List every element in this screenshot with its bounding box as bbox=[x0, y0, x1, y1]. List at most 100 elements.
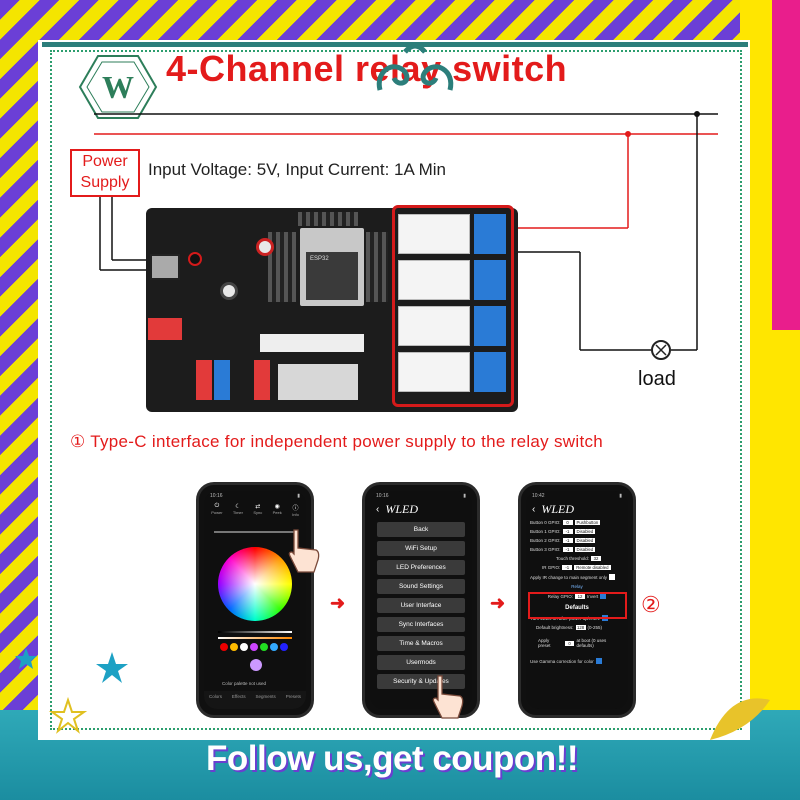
tab-power[interactable]: ⏻Power bbox=[211, 503, 222, 517]
touch-threshold-row: Touch threshold:32 bbox=[526, 554, 628, 563]
kelvin-slider[interactable] bbox=[218, 637, 292, 639]
tab-peek[interactable]: ◉Peek bbox=[273, 503, 282, 517]
pointing-hand-icon bbox=[432, 675, 464, 719]
status-bar: 10:16▮ bbox=[370, 491, 472, 501]
color-swatch[interactable] bbox=[250, 643, 258, 651]
back-arrow-icon[interactable]: ‹ bbox=[376, 504, 380, 515]
decorative-stars bbox=[15, 648, 128, 734]
menu-user-interface[interactable]: User Interface bbox=[377, 598, 465, 613]
menu-security-updates[interactable]: Security & Updates bbox=[377, 674, 465, 689]
mode-select[interactable]: Disabled bbox=[574, 538, 596, 543]
pointing-hand-icon bbox=[288, 529, 320, 573]
menu-time-macros[interactable]: Time & Macros bbox=[377, 636, 465, 651]
terminal-red bbox=[148, 318, 182, 340]
gpio-input[interactable]: -1 bbox=[562, 529, 573, 534]
menu-wifi-setup[interactable]: WiFi Setup bbox=[377, 541, 465, 556]
preset-input[interactable]: 0 bbox=[564, 640, 575, 646]
selected-color[interactable] bbox=[250, 659, 262, 671]
color-swatch[interactable] bbox=[280, 643, 288, 651]
menu-sync-interfaces[interactable]: Sync Interfaces bbox=[377, 617, 465, 632]
relay-section-label: Relay bbox=[571, 584, 583, 589]
row-label: Apply IR change to main segment only bbox=[530, 574, 608, 580]
tab-label: Sync bbox=[253, 510, 263, 515]
tab-label: Power bbox=[211, 510, 223, 515]
gpio-input[interactable]: -1 bbox=[562, 538, 573, 543]
white-slider[interactable] bbox=[218, 631, 292, 633]
gpio-input[interactable]: -1 bbox=[562, 547, 573, 552]
tab-label: Peek bbox=[272, 510, 282, 515]
color-swatch[interactable] bbox=[270, 643, 278, 651]
bottom-tabs: Colors Effects Segments Presets bbox=[204, 691, 306, 709]
row-label: Button 0 GPIO: bbox=[530, 520, 561, 525]
relay-gpio-input[interactable]: 12 bbox=[575, 593, 585, 599]
menu-led-preferences[interactable]: LED Preferences bbox=[377, 560, 465, 575]
tab-colors[interactable]: Colors bbox=[208, 694, 222, 699]
color-swatch[interactable] bbox=[240, 643, 248, 651]
ir-mode-select[interactable]: Remote disabled bbox=[574, 565, 611, 570]
row-label: IR GPIO: bbox=[542, 565, 561, 570]
brightness-slider[interactable] bbox=[214, 531, 296, 533]
menu-sound-settings[interactable]: Sound Settings bbox=[377, 579, 465, 594]
color-swatch[interactable] bbox=[220, 643, 228, 651]
apply-ir-checkbox[interactable] bbox=[609, 574, 616, 580]
status-bar: 10:16 ▮ bbox=[204, 491, 306, 501]
brightness-row: Default brightness:128(0-255) bbox=[526, 623, 628, 632]
tab-timer[interactable]: ☾Timer bbox=[233, 503, 243, 517]
palette-caption: Color palette not used bbox=[222, 681, 267, 686]
mode-select[interactable]: Disabled bbox=[574, 547, 596, 552]
pin-header bbox=[298, 212, 358, 226]
relay-4 bbox=[398, 352, 470, 392]
relay-2-terminal bbox=[474, 260, 506, 300]
apply-ir-row: Apply IR change to main segment only bbox=[526, 572, 628, 582]
highlight-circle bbox=[188, 252, 202, 266]
color-wheel[interactable] bbox=[218, 547, 292, 621]
esp32-module: ESP32 bbox=[300, 228, 364, 306]
terminal-red bbox=[196, 360, 212, 400]
status-time: 10:16 bbox=[210, 493, 223, 499]
brightness-input[interactable]: 128 bbox=[575, 625, 586, 630]
back-arrow-icon[interactable]: ‹ bbox=[532, 504, 536, 515]
threshold-input[interactable]: 32 bbox=[591, 556, 602, 561]
info-icon: ⓘ bbox=[292, 506, 299, 512]
wheel-gradient bbox=[218, 547, 292, 621]
mode-select[interactable]: Disabled bbox=[574, 529, 596, 534]
gamma-row: Use Gamma correction for color bbox=[526, 650, 628, 666]
relay-4-terminal bbox=[474, 352, 506, 392]
menu-usermods[interactable]: Usermods bbox=[377, 655, 465, 670]
tab-sync[interactable]: ⇄Sync bbox=[253, 503, 262, 517]
terminal-red bbox=[254, 360, 270, 400]
preset-suffix: at boot (0 uses defaults) bbox=[576, 638, 607, 648]
gpio-input[interactable]: 0 bbox=[562, 520, 573, 525]
esp32-label: ESP32 bbox=[306, 252, 358, 300]
capacitor bbox=[256, 238, 274, 256]
mode-select[interactable]: Pushbutton bbox=[574, 520, 601, 525]
app-header: ‹WLED bbox=[526, 501, 628, 518]
relay-highlight-box bbox=[392, 205, 514, 407]
row-label: Default brightness: bbox=[536, 625, 574, 630]
tab-segments[interactable]: Segments bbox=[255, 694, 276, 699]
color-swatch[interactable] bbox=[230, 643, 238, 651]
tab-presets[interactable]: Presets bbox=[285, 694, 302, 699]
battery-icon: ▮ bbox=[297, 493, 300, 499]
button-row bbox=[260, 334, 364, 352]
row-label: Use Gamma correction for color bbox=[530, 658, 594, 664]
lamp-icon bbox=[651, 340, 671, 360]
status-time: 10:16 bbox=[376, 493, 389, 499]
invert-checkbox[interactable] bbox=[600, 593, 607, 599]
relay-2 bbox=[398, 260, 470, 300]
gamma-checkbox[interactable] bbox=[595, 658, 602, 664]
power-supply-box: Power Supply bbox=[70, 149, 140, 197]
color-swatch[interactable] bbox=[260, 643, 268, 651]
menu-back[interactable]: Back bbox=[377, 522, 465, 537]
ir-gpio-input[interactable]: -1 bbox=[562, 565, 573, 570]
battery-icon: ▮ bbox=[619, 493, 622, 499]
row-label: Apply preset bbox=[538, 638, 551, 648]
terminal-blue bbox=[214, 360, 230, 400]
tab-effects[interactable]: Effects bbox=[231, 694, 246, 699]
